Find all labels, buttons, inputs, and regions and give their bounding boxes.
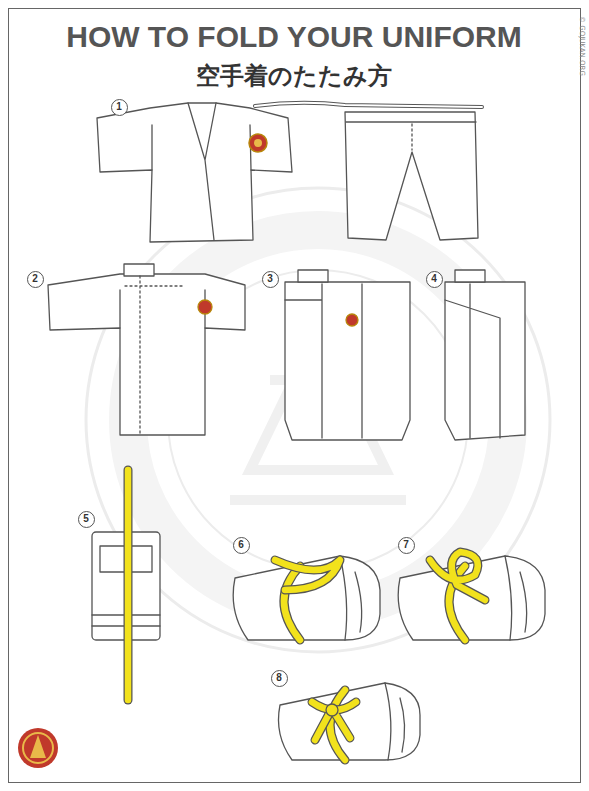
page-frame	[9, 9, 581, 783]
callout-number: 7	[403, 540, 409, 550]
step-number: 4	[426, 271, 443, 288]
step-number: 7	[398, 537, 415, 554]
pants	[345, 112, 478, 240]
subtitle: 空手着のたたみ方	[196, 60, 392, 92]
folded-block-with-belt	[92, 470, 160, 700]
jacket-flat	[97, 103, 292, 242]
jacket-sleeves-out	[48, 264, 245, 435]
callout-number: 8	[276, 673, 282, 683]
callout-number: 2	[32, 274, 38, 284]
step-number: 5	[78, 511, 95, 528]
jacket-sleeves-folded	[285, 270, 410, 440]
copyright: © GOJUKAN.ORG	[578, 16, 586, 76]
callout-number: 6	[238, 540, 244, 550]
step-number: 1	[111, 99, 128, 116]
rolled-uniform	[233, 556, 380, 640]
step-number: 3	[262, 271, 279, 288]
title: HOW TO FOLD YOUR UNIFORM	[66, 20, 522, 54]
step-number: 2	[27, 271, 44, 288]
callout-number: 1	[116, 102, 122, 112]
step-number: 8	[271, 670, 288, 687]
logo	[18, 728, 58, 768]
callout-number: 4	[431, 274, 437, 284]
rolled-uniform-tying	[398, 552, 545, 640]
tied-bundle	[279, 683, 421, 760]
jacket-halved	[445, 270, 525, 440]
callout-number: 3	[267, 274, 273, 284]
step-number: 6	[233, 537, 250, 554]
callout-number: 5	[83, 514, 89, 524]
belt-white	[255, 103, 482, 107]
